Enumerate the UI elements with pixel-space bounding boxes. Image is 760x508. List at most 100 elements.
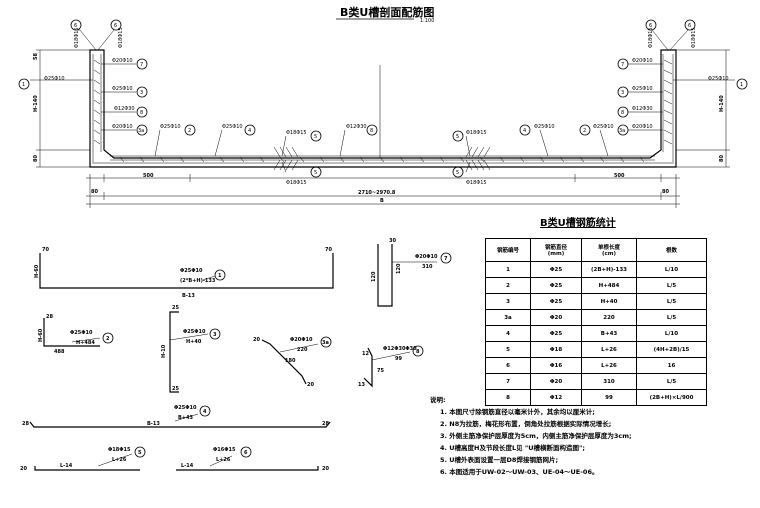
table-header-cell: 钢筋直径 (mm) xyxy=(530,238,582,262)
svg-text:8: 8 xyxy=(370,128,373,134)
svg-text:6: 6 xyxy=(114,23,117,29)
rebar-detail-4 xyxy=(29,405,331,428)
note-item: 3. 外侧主筋净保护层厚度为5cm，内侧主筋净保护层厚度为3cm; xyxy=(440,432,632,440)
rebar-4-len: B+43 xyxy=(178,415,193,421)
svg-text:8: 8 xyxy=(140,110,143,116)
note-item: 1. 本图尺寸除钢筋直径以毫米计外，其余均以厘米计; xyxy=(440,408,595,416)
note-item: 2. N8为拉筋，梅花形布置，倒角处拉筋根据实际情况增长; xyxy=(440,420,612,428)
svg-text:5: 5 xyxy=(314,134,317,140)
rebar-3-id: 3 xyxy=(213,332,217,338)
svg-text:Φ18Φ15: Φ18Φ15 xyxy=(466,130,487,136)
svg-text:B: B xyxy=(380,198,384,204)
rebar-8-b: 75 xyxy=(377,368,384,374)
svg-text:Φ12Φ30: Φ12Φ30 xyxy=(346,124,367,130)
svg-text:3a: 3a xyxy=(619,128,625,134)
svg-text:5: 5 xyxy=(456,170,459,176)
svg-text:1: 1 xyxy=(22,82,25,88)
svg-text:Φ18Φ15: Φ18Φ15 xyxy=(118,27,124,48)
rebar-1-len: (2*B+H)-133 xyxy=(180,278,216,284)
rebar-detail-8 xyxy=(363,345,424,388)
notes-heading: 说明: xyxy=(430,396,446,404)
rebar-7-len: 310 xyxy=(422,264,433,270)
rebar-3a-len: 220 xyxy=(297,347,308,353)
svg-text:Φ18Φ15: Φ18Φ15 xyxy=(286,130,307,136)
svg-text:3a: 3a xyxy=(138,128,144,134)
rebar-1-hook-left: 70 xyxy=(42,247,49,253)
table-header-cell: 根数 xyxy=(636,238,707,262)
svg-text:80: 80 xyxy=(662,189,669,195)
rebar-3a-seg: 180 xyxy=(285,358,296,364)
rebar-2-id: 2 xyxy=(106,336,110,342)
rebar-7-top: 30 xyxy=(389,238,396,244)
rebar-1-hook-right: 70 xyxy=(325,247,332,253)
svg-text:4: 4 xyxy=(523,128,526,134)
rebar-8-id: 8 xyxy=(416,349,420,355)
rebar-6-len: L+26 xyxy=(216,457,231,463)
rebar-detail-5 xyxy=(34,446,146,471)
note-item: 5. U槽外表面设置一层D8焊接钢筋网片; xyxy=(440,456,559,464)
table-header-cell: 单根长度 (cm) xyxy=(581,238,637,262)
svg-text:Φ25Φ10: Φ25Φ10 xyxy=(222,124,243,130)
svg-text:Φ25Φ10: Φ25Φ10 xyxy=(593,124,614,130)
svg-text:2710~2970.8: 2710~2970.8 xyxy=(358,190,396,196)
svg-text:500: 500 xyxy=(143,173,154,179)
rebar-3a-a: 20 xyxy=(253,337,260,343)
svg-text:Φ25Φ10: Φ25Φ10 xyxy=(534,124,555,130)
rebar-detail-3 xyxy=(169,311,221,393)
rebar-2-bot: 488 xyxy=(54,349,65,355)
rebar-detail-3a xyxy=(261,336,332,385)
rebar-3-bot: 25 xyxy=(172,386,179,392)
rebar-6-label: Φ16Φ15 xyxy=(213,447,236,453)
rebar-5-len: L+26 xyxy=(112,457,127,463)
rebar-cage xyxy=(92,54,674,171)
svg-text:Φ25Φ10: Φ25Φ10 xyxy=(632,86,653,92)
svg-text:58: 58 xyxy=(33,53,39,60)
svg-text:7: 7 xyxy=(621,62,624,68)
svg-text:Φ12Φ30: Φ12Φ30 xyxy=(114,106,135,112)
svg-text:Φ20Φ10: Φ20Φ10 xyxy=(632,58,653,64)
rebar-3a-b: 20 xyxy=(307,382,314,388)
section-scale: 1:100 xyxy=(420,18,434,24)
svg-text:5: 5 xyxy=(314,170,317,176)
rebar-7-id: 7 xyxy=(444,256,448,262)
rebar-5-id: 5 xyxy=(138,450,142,456)
note-item: 4. U槽高度H及节段长度L见 "U槽横断面构造图"; xyxy=(440,444,586,452)
rebar-3a-id: 3a xyxy=(322,340,329,346)
rebar-5-a: 20 xyxy=(20,466,27,472)
rebar-7-h1: 120 xyxy=(371,271,377,282)
section-bar-labels: Φ18Φ15 Φ18Φ15 Φ18Φ15 Φ18Φ15 Φ20Φ10 Φ25Φ1… xyxy=(44,27,729,186)
svg-text:Φ12Φ30: Φ12Φ30 xyxy=(632,106,653,112)
svg-text:Φ18Φ15: Φ18Φ15 xyxy=(691,27,697,48)
svg-text:500: 500 xyxy=(614,173,625,179)
rebar-detail-6 xyxy=(176,446,319,471)
rebar-4-a: 28 xyxy=(22,421,29,427)
rebar-3-h: H-10 xyxy=(161,344,167,358)
rebar-3-top: 25 xyxy=(172,305,179,311)
svg-text:Φ18Φ15: Φ18Φ15 xyxy=(74,27,80,48)
leader-lines xyxy=(30,29,735,173)
rebar-4-name: B-13 xyxy=(147,421,160,427)
rebar-1-name: B-13 xyxy=(182,293,195,299)
svg-text:3: 3 xyxy=(621,90,624,96)
rebar-2-len: H+484 xyxy=(76,340,95,346)
rebar-4-label: Φ25Φ10 xyxy=(174,405,197,411)
table-title: B类U槽钢筋统计 xyxy=(540,218,616,229)
rebar-4-id: 4 xyxy=(203,409,207,415)
rebar-1-label: Φ25Φ10 xyxy=(180,268,203,274)
svg-text:Φ18Φ15: Φ18Φ15 xyxy=(648,27,654,48)
svg-text:Φ20Φ10: Φ20Φ10 xyxy=(112,58,133,64)
dimension-texts: 80 80 500 500 2710~2970.8 B H-140 H-140 … xyxy=(33,53,725,204)
svg-text:4: 4 xyxy=(248,128,251,134)
rebar-2-h: H-60 xyxy=(38,328,44,342)
svg-text:Φ25Φ10: Φ25Φ10 xyxy=(44,76,65,82)
rebar-1-h: H-60 xyxy=(34,264,40,278)
svg-text:Φ18Φ15: Φ18Φ15 xyxy=(286,180,307,186)
rebar-5-name: L-14 xyxy=(60,463,73,469)
